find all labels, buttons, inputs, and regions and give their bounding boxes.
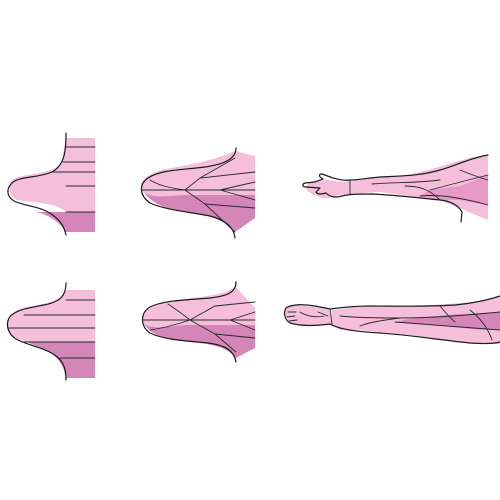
stump-upper-dark-band [36,212,95,232]
arm-band-lines [349,169,489,206]
fan-upper-outline [140,147,237,239]
fan-upper-dark-region [142,190,255,232]
stump-lower-dark-region [28,342,95,378]
stump-upper-band-lines [51,146,96,213]
stump-lower-light-region [7,290,95,342]
fan-upper-light-region [140,151,255,197]
leg-band-lines [299,305,500,341]
stump-upper-light-region [9,138,95,212]
fan-lower-dark-region [143,322,255,358]
leg-thigh-dark [395,312,500,330]
fan-lower-light-region [142,287,255,328]
full-leg [284,295,500,345]
stump-upper-outline [7,132,67,236]
stump-lower-outline [6,282,67,381]
full-arm [302,154,489,223]
arm-outline [302,154,489,223]
leg-toe-lines [286,311,298,322]
stump-profile-lower [6,282,96,381]
leg-outline [284,295,500,345]
stump-profile-upper [7,132,96,236]
limb-fan-upper [140,147,256,239]
fan-lower-outline [141,281,237,363]
stump-lower-band-lines [7,299,96,359]
fan-lower-line-pattern [142,301,256,353]
limb-fan-lower [141,281,256,363]
fan-upper-line-pattern [141,157,256,233]
